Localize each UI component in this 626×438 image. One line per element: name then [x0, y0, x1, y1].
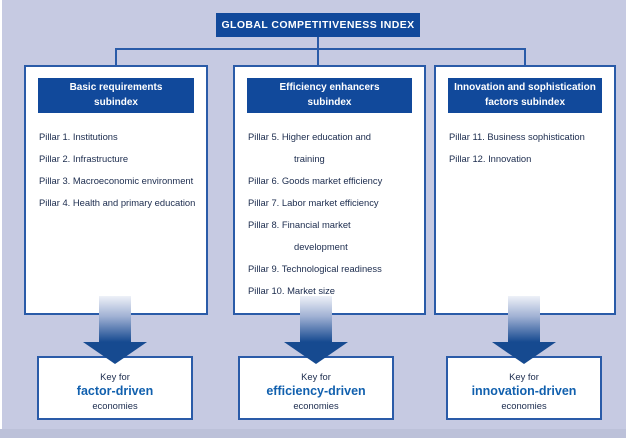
key-driven-label: factor-driven: [76, 384, 154, 398]
pillar-list: Pillar 1. Institutions Pillar 2. Infrast…: [39, 126, 201, 214]
key-suffix: economies: [501, 400, 547, 411]
subindex-header-line2: subindex: [94, 97, 138, 108]
connector-drop-right: [524, 48, 526, 67]
subindex-header-line1: Efficiency enhancers: [279, 82, 380, 93]
pillar-item: Pillar 3. Macroeconomic environment: [39, 175, 194, 186]
pillar-item: Pillar 9. Technological readiness: [248, 263, 382, 274]
key-prefix: Key for: [100, 371, 130, 382]
subindex-box-efficiency-enhancers: Efficiency enhancers subindex Pillar 5. …: [233, 65, 426, 315]
connector-drop-middle: [317, 48, 319, 67]
pillar-item: Pillar 1. Institutions: [39, 131, 118, 142]
subindex-header: Basic requirements subindex: [38, 78, 194, 113]
down-arrow-icon: [508, 296, 540, 342]
pillar-item: Pillar 8. Financial market development: [248, 219, 351, 252]
pillar-item: Pillar 11. Business sophistication: [449, 131, 585, 142]
page-edge: [0, 0, 2, 438]
down-arrow-icon: [99, 296, 131, 342]
subindex-box-innovation-sophistication: Innovation and sophistication factors su…: [434, 65, 616, 315]
key-prefix: Key for: [509, 371, 539, 382]
connector-title-stub: [317, 37, 319, 49]
subindex-header-line2: factors subindex: [484, 97, 566, 108]
bottom-band: [0, 429, 626, 438]
gci-title: GLOBAL COMPETITIVENESS INDEX: [216, 13, 420, 37]
subindex-header-line1: Basic requirements: [69, 82, 163, 93]
key-prefix: Key for: [301, 371, 331, 382]
down-arrow-icon: [300, 296, 332, 342]
key-box-innovation-driven: Key for innovation-driven economies: [446, 356, 602, 420]
pillar-item: Pillar 7. Labor market efficiency: [248, 197, 379, 208]
pillar-item: Pillar 12. Innovation: [449, 153, 532, 164]
down-arrowhead-icon: [284, 342, 348, 364]
down-arrowhead-icon: [492, 342, 556, 364]
subindex-header-line1: Innovation and sophistication: [454, 82, 596, 93]
subindex-box-basic-requirements: Basic requirements subindex Pillar 1. In…: [24, 65, 208, 315]
pillar-list: Pillar 11. Business sophistication Pilla…: [449, 126, 609, 170]
key-suffix: economies: [293, 400, 339, 411]
connector-drop-left: [115, 48, 117, 67]
pillar-list: Pillar 5. Higher education and training …: [248, 126, 419, 302]
down-arrowhead-icon: [83, 342, 147, 364]
subindex-header: Innovation and sophistication factors su…: [448, 78, 602, 113]
connector-horizontal: [115, 48, 526, 50]
pillar-item: Pillar 4. Health and primary education: [39, 197, 196, 208]
key-driven-label: innovation-driven: [471, 384, 577, 398]
key-suffix: economies: [92, 400, 138, 411]
key-box-factor-driven: Key for factor-driven economies: [37, 356, 193, 420]
subindex-header: Efficiency enhancers subindex: [247, 78, 412, 113]
pillar-item: Pillar 5. Higher education and training: [248, 131, 371, 164]
subindex-header-line2: subindex: [307, 97, 352, 108]
pillar-item: Pillar 10. Market size: [248, 285, 336, 296]
pillar-item: Pillar 2. Infrastructure: [39, 153, 129, 164]
pillar-item: Pillar 6. Goods market efficiency: [248, 175, 383, 186]
key-box-efficiency-driven: Key for efficiency-driven economies: [238, 356, 394, 420]
key-driven-label: efficiency-driven: [266, 384, 366, 398]
